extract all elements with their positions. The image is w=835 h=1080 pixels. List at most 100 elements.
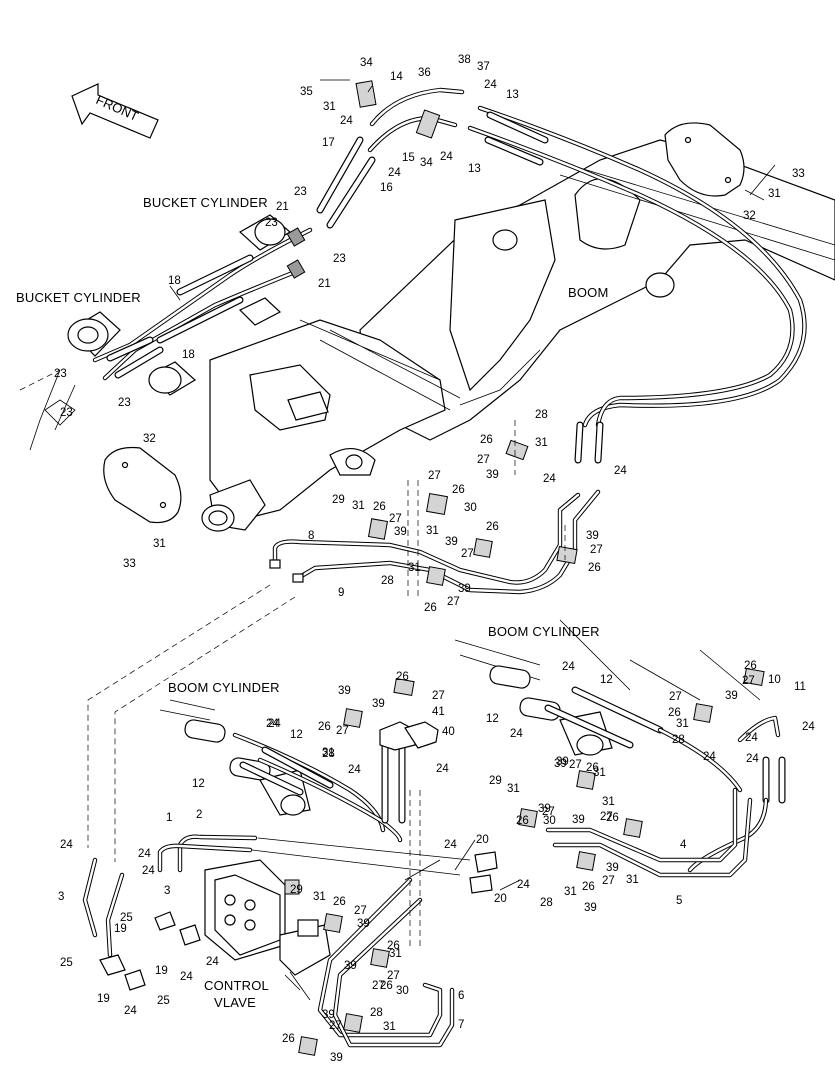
callout-number: 31 — [153, 538, 166, 550]
callout-number: 16 — [380, 182, 393, 194]
callout-number: 31 — [564, 886, 577, 898]
callout-number: 36 — [418, 67, 431, 79]
callout-number: 25 — [60, 957, 73, 969]
callout-number: 32 — [143, 433, 156, 445]
callout-number: 31 — [389, 948, 402, 960]
callout-number: 24 — [444, 839, 457, 851]
clamps-middle — [367, 420, 578, 600]
callout-number: 12 — [192, 778, 205, 790]
callout-number: 39 — [357, 918, 370, 930]
callout-number: 31 — [323, 101, 336, 113]
callout-number: 26 — [744, 660, 757, 672]
callout-number: 26 — [282, 1033, 295, 1045]
callout-number: 23 — [294, 186, 307, 198]
callout-number: 28 — [381, 575, 394, 587]
callout-number: 9 — [338, 587, 344, 599]
callout-number: 27 — [569, 759, 582, 771]
callout-number: 23 — [333, 253, 346, 265]
callout-number: 31 — [602, 796, 615, 808]
callout-number: 23 — [60, 407, 73, 419]
callout-number: 33 — [123, 558, 136, 570]
callout-number: 28 — [540, 897, 553, 909]
cover-plates — [103, 122, 745, 524]
callout-number: 19 — [114, 923, 127, 935]
callout-number: 18 — [168, 275, 181, 287]
boom-cylinder-left — [159, 699, 406, 843]
callout-number: 25 — [120, 912, 133, 924]
callout-number: 12 — [486, 713, 499, 725]
callout-number: 31 — [676, 718, 689, 730]
front-label: FRONT — [94, 92, 141, 124]
boom-cylinder-right — [454, 639, 786, 873]
callout-number: 31 — [383, 1021, 396, 1033]
callout-number: 10 — [768, 674, 781, 686]
callout-number: 39 — [556, 756, 569, 768]
callout-number: 24 — [440, 151, 453, 163]
callout-number: 5 — [676, 895, 682, 907]
callout-number: 39 — [344, 960, 357, 972]
callout-number: 34 — [420, 157, 433, 169]
callout-number: 31 — [626, 874, 639, 886]
callout-number: 39 — [394, 526, 407, 538]
callout-number: 12 — [600, 674, 613, 686]
callout-number: 26 — [582, 881, 595, 893]
callout-number: 19 — [155, 965, 168, 977]
callout-number: 26 — [318, 721, 331, 733]
callout-number: 31 — [535, 437, 548, 449]
callout-number: 14 — [390, 71, 403, 83]
callout-number: 13 — [468, 163, 481, 175]
callout-number: 27 — [387, 970, 400, 982]
callout-number: 21 — [276, 201, 289, 213]
callout-number: 20 — [494, 893, 507, 905]
callout-number: 12 — [290, 729, 303, 741]
callout-number: 24 — [340, 115, 353, 127]
callout-number: 39 — [486, 469, 499, 481]
callout-number: 24 — [388, 167, 401, 179]
callout-number: 27 — [389, 513, 402, 525]
callout-number: 39 — [584, 902, 597, 914]
callout-number: 39 — [572, 814, 585, 826]
callout-number: 31 — [593, 767, 606, 779]
callout-number: 25 — [157, 995, 170, 1007]
callout-number: 31 — [426, 525, 439, 537]
callout-number: 39 — [372, 698, 385, 710]
callout-number: 24 — [510, 728, 523, 740]
callout-number: 27 — [336, 725, 349, 737]
callout-number: 39 — [606, 862, 619, 874]
callout-number: 26 — [480, 434, 493, 446]
callout-number: 26 — [516, 815, 529, 827]
callout-number: 3 — [164, 885, 170, 897]
bucket-cylinder-label-2: BUCKET CYLINDER — [16, 290, 141, 305]
callout-number: 24 — [268, 718, 281, 730]
callout-number: 31 — [352, 500, 365, 512]
callout-number: 39 — [586, 530, 599, 542]
callout-number: 6 — [458, 990, 464, 1002]
callout-number: 24 — [703, 751, 716, 763]
callout-number: 41 — [432, 706, 445, 718]
callout-number: 27 — [600, 811, 613, 823]
callout-number: 27 — [542, 806, 555, 818]
callout-number: 30 — [396, 985, 409, 997]
callout-number: 24 — [484, 79, 497, 91]
control-valve-label-line2: VLAVE — [214, 995, 256, 1010]
callout-number: 27 — [602, 875, 615, 887]
callout-number: 24 — [745, 732, 758, 744]
callout-number: 24 — [60, 839, 73, 851]
elbow-fittings — [99, 911, 201, 991]
callout-number: 24 — [124, 1005, 137, 1017]
callout-number: 39 — [554, 758, 567, 770]
callout-number: 39 — [338, 685, 351, 697]
callout-number: 7 — [458, 1019, 464, 1031]
callout-number: 17 — [322, 137, 335, 149]
callout-number: 27 — [477, 454, 490, 466]
callout-number: 29 — [489, 775, 502, 787]
callout-number: 29 — [290, 884, 303, 896]
callout-number: 27 — [354, 905, 367, 917]
callout-number: 28 — [370, 1007, 383, 1019]
control-valve-label-line1: CONTROL — [204, 978, 269, 993]
callout-number: 8 — [308, 530, 314, 542]
callout-number: 26 — [373, 501, 386, 513]
callout-number: 24 — [614, 465, 627, 477]
callout-number: 27 — [432, 690, 445, 702]
bucket-cylinder-label-1: BUCKET CYLINDER — [143, 195, 268, 210]
